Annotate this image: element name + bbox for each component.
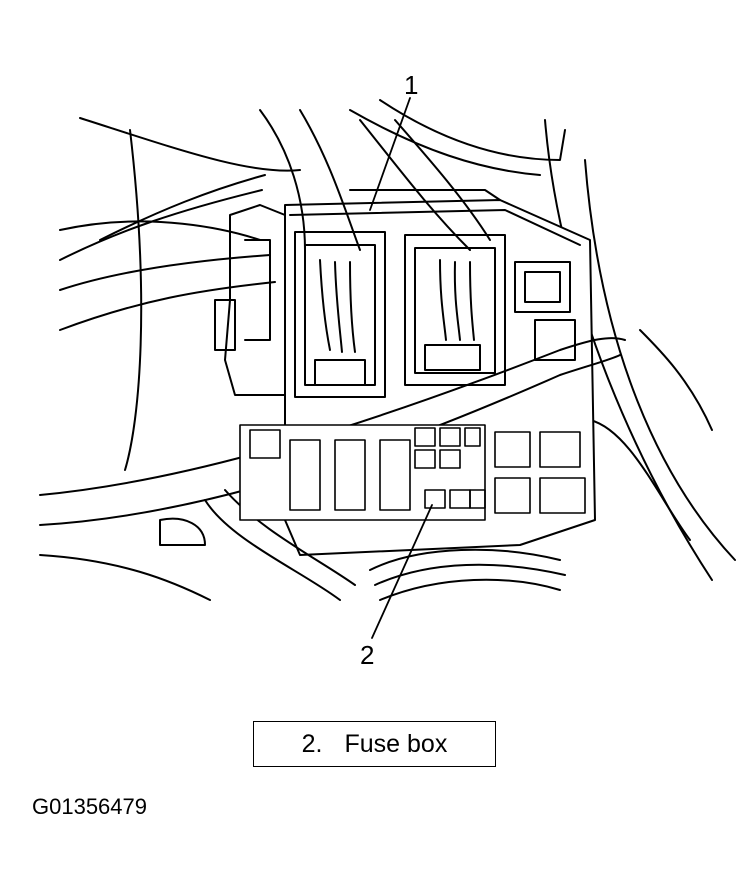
legend-label: Fuse box (344, 729, 448, 758)
cables (39, 174, 626, 601)
callout-1-leader (369, 97, 411, 211)
callout-2-label: 2 (360, 640, 375, 670)
lower-harness (159, 517, 566, 601)
figure-id: G01356479 (32, 794, 147, 819)
connector-wires (259, 109, 491, 353)
legend-box: 2. Fuse box (253, 721, 496, 767)
callout-2-leader (371, 504, 433, 639)
body-panel-lines (39, 99, 736, 601)
left-bracket (214, 204, 286, 396)
fuse-grid (239, 424, 586, 521)
fuse-box-illustration (39, 97, 736, 639)
callout-1-label: 1 (404, 70, 419, 100)
legend-number: 2. (301, 729, 323, 758)
